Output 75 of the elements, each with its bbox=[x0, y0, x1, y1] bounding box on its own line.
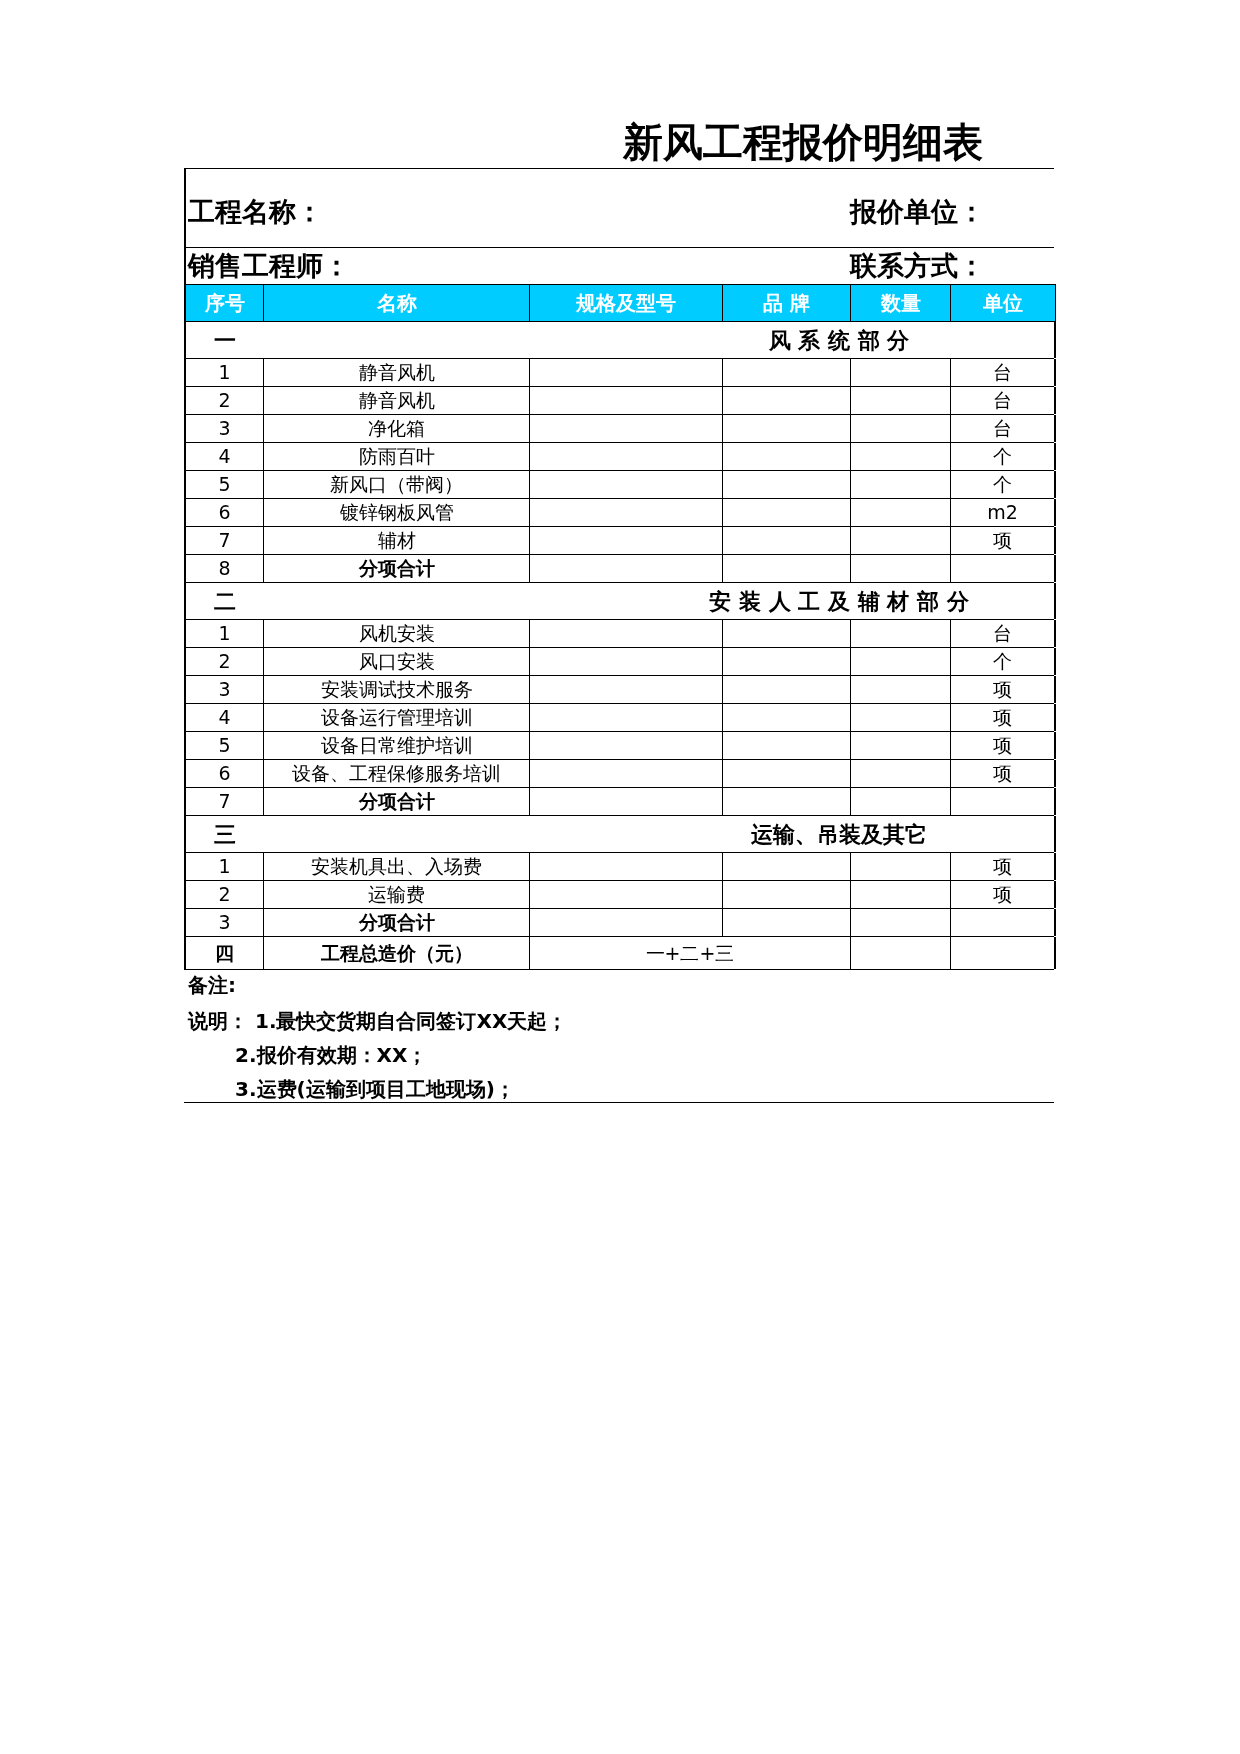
table-cell: 1 bbox=[186, 620, 264, 647]
table-cell: 3 bbox=[186, 415, 264, 442]
page-title: 新风工程报价明细表 bbox=[622, 118, 984, 167]
table-cell: 4 bbox=[186, 443, 264, 470]
header-cell: 数量 bbox=[851, 284, 951, 322]
field-label: 销售工程师： bbox=[188, 249, 350, 283]
table-cell: 四 bbox=[186, 937, 264, 969]
table-cell: 6 bbox=[186, 499, 264, 526]
header-cell: 品 牌 bbox=[723, 284, 851, 322]
table-cell: 台 bbox=[951, 415, 1056, 442]
section-number: 二 bbox=[214, 587, 236, 616]
table-cell: 分项合计 bbox=[264, 909, 530, 936]
table-cell: 个 bbox=[951, 648, 1056, 675]
table-cell: m2 bbox=[951, 499, 1056, 526]
table-cell: 个 bbox=[951, 471, 1056, 498]
table-cell: 1 bbox=[186, 853, 264, 880]
table-cell: 静音风机 bbox=[264, 387, 530, 414]
table-cell: 5 bbox=[186, 471, 264, 498]
table-cell: 2 bbox=[186, 648, 264, 675]
note-text: 3.运费(运输到项目工地现场)； bbox=[235, 1076, 515, 1103]
table-cell: 辅材 bbox=[264, 527, 530, 554]
note-text: 2.报价有效期：XX； bbox=[235, 1042, 428, 1069]
table-cell: 5 bbox=[186, 732, 264, 759]
table-cell: 设备、工程保修服务培训 bbox=[264, 760, 530, 787]
table-cell: 7 bbox=[186, 788, 264, 815]
field-label: 联系方式： bbox=[850, 249, 985, 283]
table-cell: 3 bbox=[186, 909, 264, 936]
table-cell: 静音风机 bbox=[264, 359, 530, 386]
table-cell: 新风口（带阀） bbox=[264, 471, 530, 498]
table-cell: 镀锌钢板风管 bbox=[264, 499, 530, 526]
header-cell: 序号 bbox=[186, 284, 264, 322]
table-cell: 6 bbox=[186, 760, 264, 787]
table-cell: 项 bbox=[951, 676, 1056, 703]
table-cell: 个 bbox=[951, 443, 1056, 470]
table-cell: 项 bbox=[951, 732, 1056, 759]
table-cell: 设备日常维护培训 bbox=[264, 732, 530, 759]
table-cell: 工程总造价（元） bbox=[264, 937, 530, 969]
table-cell: 7 bbox=[186, 527, 264, 554]
note-text: 备注: bbox=[188, 972, 236, 999]
table-cell: 安装机具出、入场费 bbox=[264, 853, 530, 880]
table-cell: 3 bbox=[186, 676, 264, 703]
header-cell: 名称 bbox=[264, 284, 530, 322]
table-cell: 风口安装 bbox=[264, 648, 530, 675]
header-cell: 规格及型号 bbox=[530, 284, 723, 322]
section-number: 三 bbox=[214, 820, 236, 849]
table-cell: 4 bbox=[186, 704, 264, 731]
table-cell: 项 bbox=[951, 853, 1056, 880]
table-cell: 8 bbox=[186, 555, 264, 582]
table-cell: 项 bbox=[951, 881, 1056, 908]
table-cell: 防雨百叶 bbox=[264, 443, 530, 470]
header-cell: 单位 bbox=[951, 284, 1056, 322]
table-cell: 一+二+三 bbox=[530, 937, 851, 969]
table-cell: 2 bbox=[186, 881, 264, 908]
table-cell: 项 bbox=[951, 704, 1056, 731]
table-cell: 项 bbox=[951, 527, 1056, 554]
section-heading: 运输、吊装及其它 bbox=[751, 820, 927, 849]
table-cell: 运输费 bbox=[264, 881, 530, 908]
section-number: 一 bbox=[214, 326, 236, 355]
field-label: 报价单位： bbox=[850, 195, 985, 229]
section-heading: 风 系 统 部 分 bbox=[768, 326, 910, 355]
table-cell: 台 bbox=[951, 387, 1056, 414]
table-cell: 分项合计 bbox=[264, 555, 530, 582]
table-cell: 分项合计 bbox=[264, 788, 530, 815]
table-cell: 项 bbox=[951, 760, 1056, 787]
field-label: 工程名称： bbox=[188, 195, 323, 229]
table-cell: 2 bbox=[186, 387, 264, 414]
table-cell: 台 bbox=[951, 620, 1056, 647]
table-cell: 安装调试技术服务 bbox=[264, 676, 530, 703]
note-text: 说明： 1.最快交货期自合同签订XX天起； bbox=[188, 1008, 568, 1035]
section-heading: 安 装 人 工 及 辅 材 部 分 bbox=[709, 587, 969, 616]
table-cell: 1 bbox=[186, 359, 264, 386]
table-cell: 净化箱 bbox=[264, 415, 530, 442]
table-cell: 风机安装 bbox=[264, 620, 530, 647]
table-cell: 台 bbox=[951, 359, 1056, 386]
table-cell: 设备运行管理培训 bbox=[264, 704, 530, 731]
